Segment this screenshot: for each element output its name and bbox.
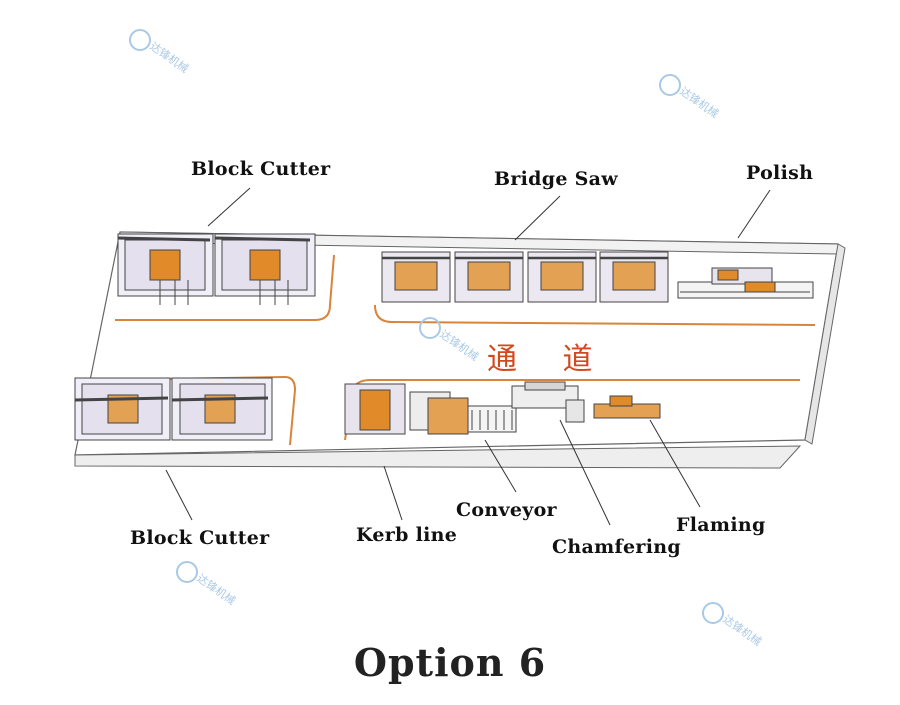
flaming-machine [593,395,661,419]
block-cutter-bottom-1 [74,377,171,441]
leader-flaming [649,419,701,508]
label-polish: Polish [746,162,814,184]
block-cutter-top-1 [117,233,214,305]
right-wall [804,243,846,445]
watermark-gear-icon [419,317,441,339]
page-title: Option 6 [353,640,547,685]
watermark-text: 达锋机械 [194,571,238,608]
watermark-gear-icon [702,602,724,624]
watermark: 达锋机械 [662,75,752,135]
leader-block-cutter-top [207,187,251,227]
bottom-wall [74,445,802,469]
watermark-text: 达锋机械 [677,84,721,121]
bridge-saw-4 [599,251,669,303]
label-bridge-saw: Bridge Saw [494,168,618,190]
kerb-line-machine [344,383,469,435]
walkway-bottom-left [99,375,297,446]
leader-kerb-line [383,465,403,521]
chamfering-machine [511,381,585,423]
polish-machine [677,267,814,299]
leader-chamfering [559,419,611,526]
watermark-gears [129,29,724,624]
watermark: 达锋机械 [132,30,222,90]
watermark-gear-icon [659,74,681,96]
leader-lines [165,187,771,526]
bridge-saw-2 [454,251,524,303]
walkway-top-left [115,254,335,321]
label-block-cutter-bottom: Block Cutter [130,527,270,549]
bridge-saw-3 [527,251,597,303]
watermark-gear-icon [176,561,198,583]
leader-conveyor [484,439,517,493]
bridge-saw-1 [381,251,451,303]
channel-label: 通 道 [487,342,611,377]
leader-polish [737,189,771,239]
label-flaming: Flaming [676,514,766,536]
watermark-gear-icon [129,29,151,51]
block-cutter-top-2 [214,233,316,305]
bridge-saws [381,251,669,303]
leader-block-cutter-bottom [165,469,193,521]
watermark-text: 达锋机械 [147,39,191,76]
label-kerb-line: Kerb line [356,524,458,546]
leader-bridge-saw [514,195,561,241]
block-cutter-bottom-2 [171,377,273,441]
watermark-text: 达锋机械 [437,327,481,364]
label-conveyor: Conveyor [456,499,557,521]
label-block-cutter-top: Block Cutter [191,158,331,180]
label-chamfering: Chamfering [552,536,681,558]
walkway-top-right [374,304,816,326]
watermark: 达锋机械 [179,562,269,622]
conveyor-machine [467,405,517,433]
